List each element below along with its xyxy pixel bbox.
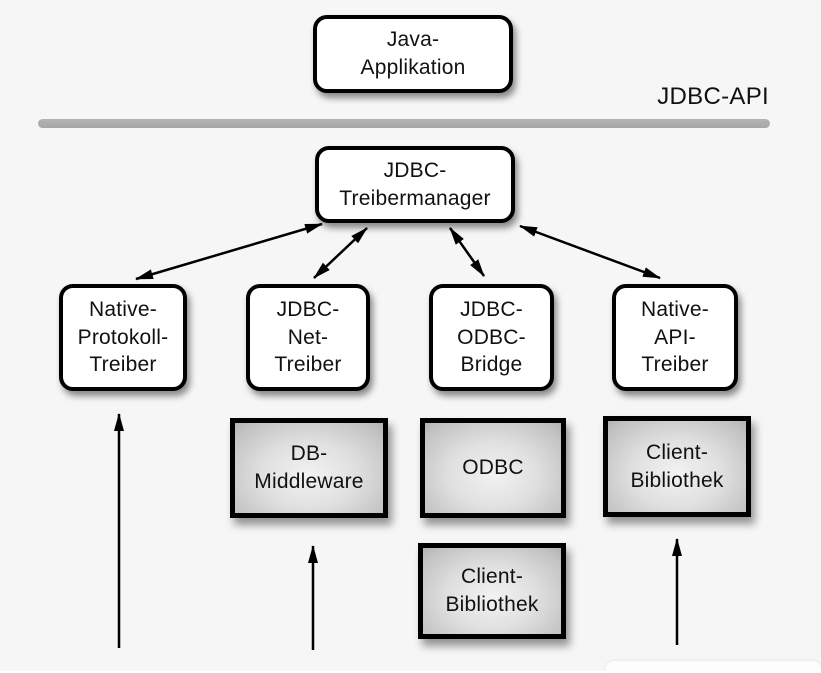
cutoff-box-bottom-right [606, 661, 821, 673]
node-client-bibliothek-bottom: Client- Bibliothek [418, 543, 566, 639]
node-label-java-applikation: Java- Applikation [360, 28, 466, 79]
node-label-db-middleware: DB- Middleware [254, 442, 364, 493]
jdbc-api-divider-line [38, 119, 770, 128]
node-label-client-bibliothek-bottom: Client- Bibliothek [445, 565, 539, 616]
arrow-treibermanager-jdbc-net [313, 227, 368, 279]
node-odbc: ODBC [420, 418, 566, 518]
node-java-applikation: Java- Applikation [313, 15, 513, 93]
arrow-treibermanager-native-protokoll [135, 222, 323, 281]
node-label-native-protokoll-treiber: Native- Protokoll- Treiber [77, 297, 169, 377]
arrow-treibermanager-jdbc-odbc [448, 227, 486, 277]
node-client-bibliothek-right: Client- Bibliothek [603, 416, 751, 517]
node-label-jdbc-treibermanager: JDBC- Treibermanager [339, 158, 491, 210]
node-label-jdbc-odbc-bridge: JDBC- ODBC- Bridge [457, 297, 526, 377]
node-native-protokoll-treiber: Native- Protokoll- Treiber [59, 284, 187, 391]
node-label-jdbc-net-treiber: JDBC- Net- Treiber [274, 297, 342, 377]
node-label-client-bibliothek-right: Client- Bibliothek [630, 440, 724, 492]
node-db-middleware: DB- Middleware [230, 418, 388, 518]
node-native-api-treiber: Native- API- Treiber [612, 284, 738, 391]
node-jdbc-net-treiber: JDBC- Net- Treiber [246, 284, 370, 391]
node-label-odbc: ODBC [462, 456, 524, 480]
node-label-native-api-treiber: Native- API- Treiber [641, 297, 709, 377]
arrow-treibermanager-native-api [519, 224, 661, 280]
node-jdbc-odbc-bridge: JDBC- ODBC- Bridge [429, 284, 554, 391]
jdbc-api-label: JDBC-API [657, 83, 769, 110]
node-jdbc-treibermanager: JDBC- Treibermanager [315, 146, 515, 223]
